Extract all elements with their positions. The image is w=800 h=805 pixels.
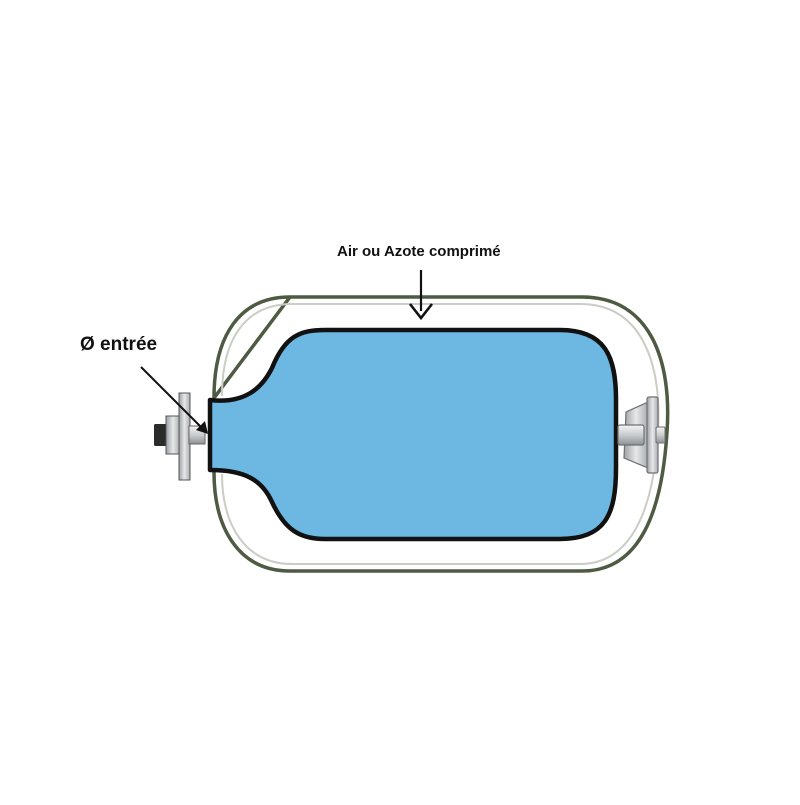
compressed-gas-label: Air ou Azote comprimé: [337, 243, 501, 260]
arrow-diagonal-icon: [140, 366, 208, 434]
bladder: [207, 327, 619, 542]
inlet-fitting: [154, 392, 206, 481]
valve-assembly: [617, 396, 666, 474]
arrow-down-icon: [408, 270, 434, 321]
tank-shell: [212, 295, 670, 573]
inlet-diameter-label: Ø entrée: [80, 334, 158, 355]
